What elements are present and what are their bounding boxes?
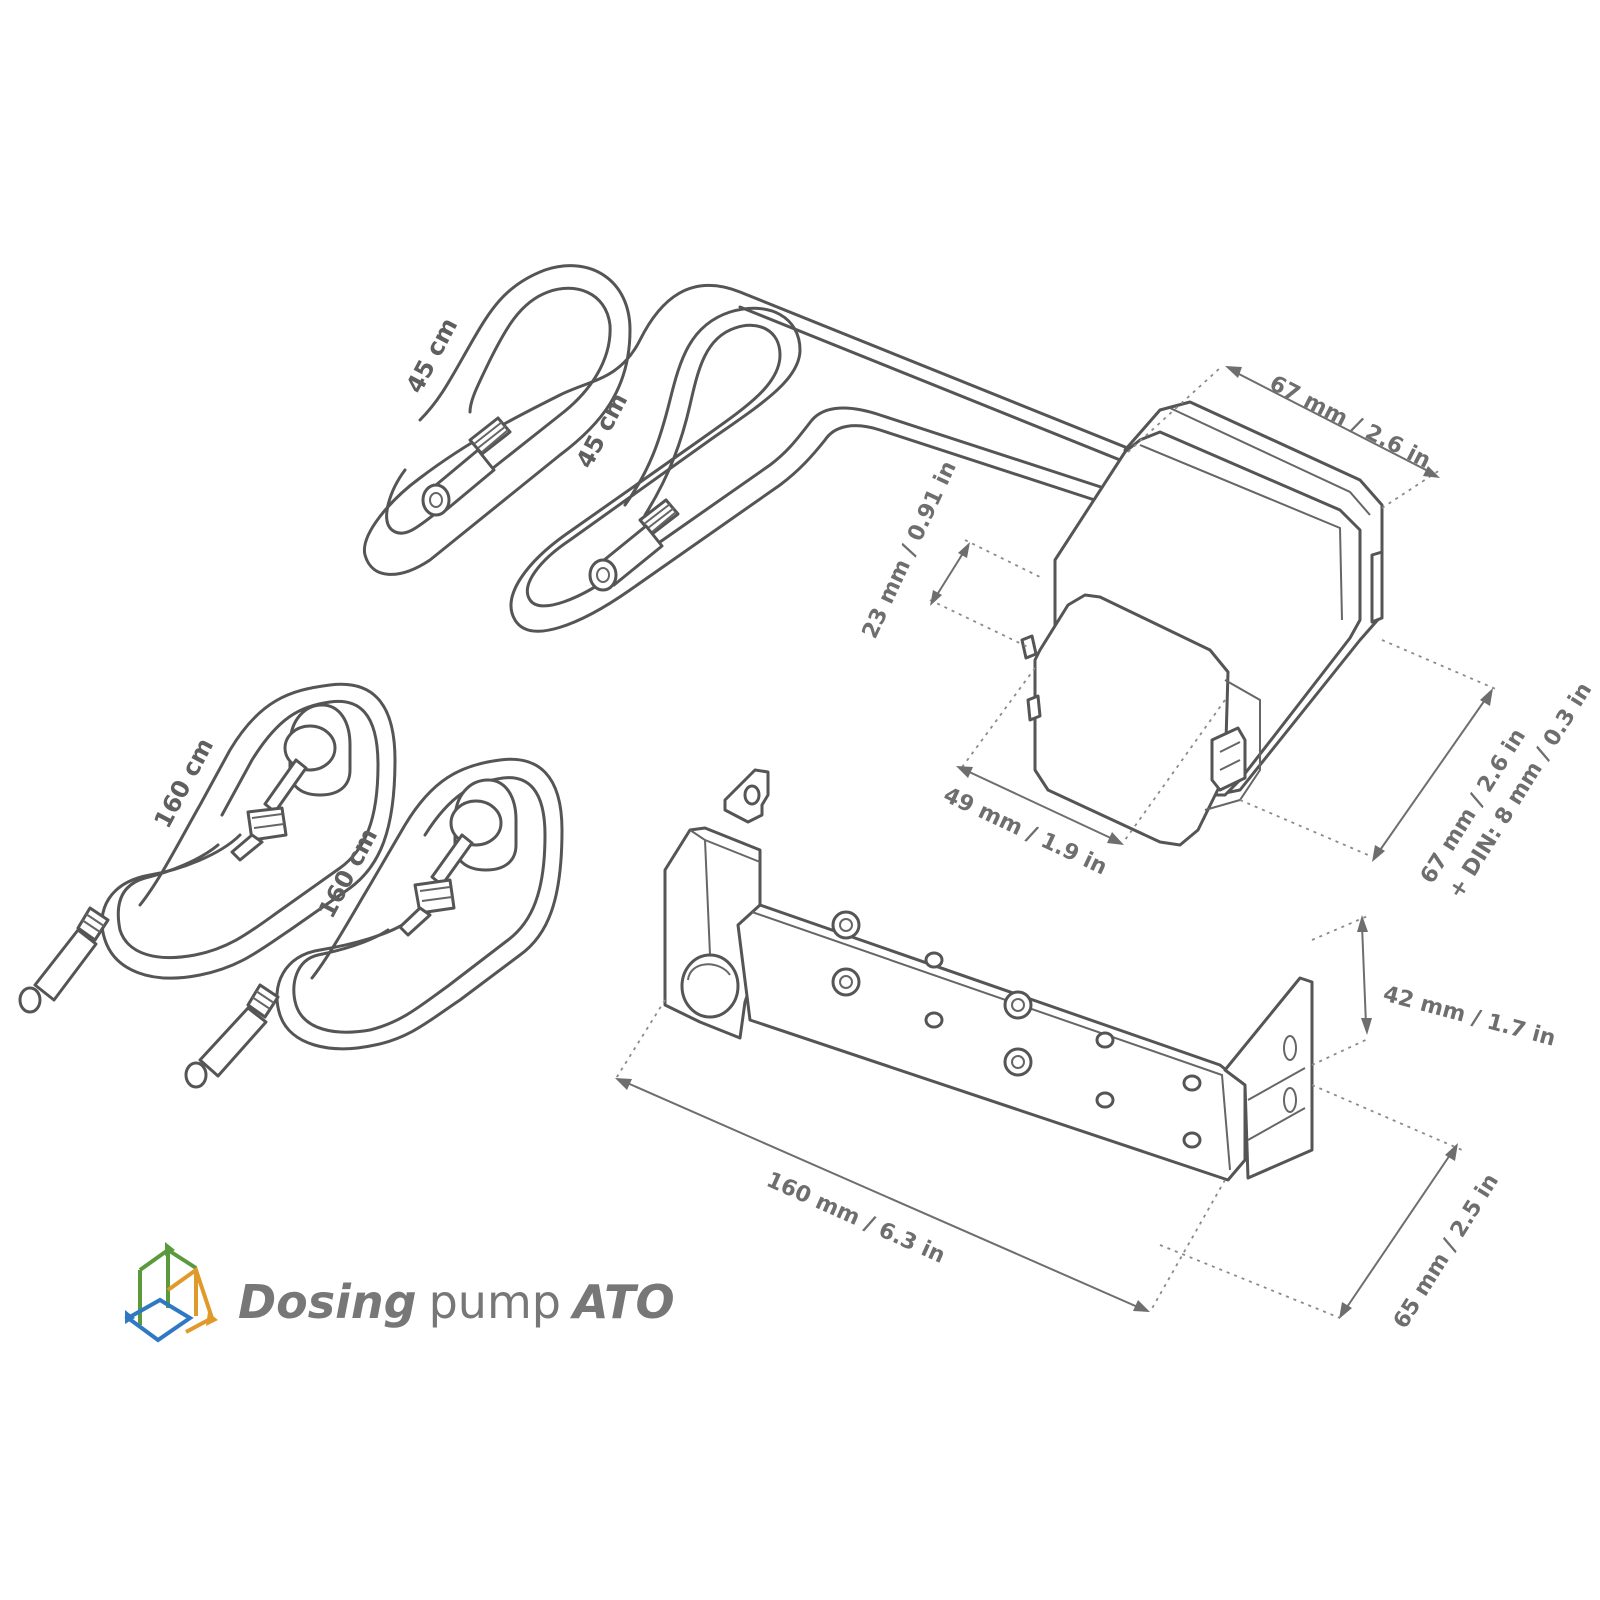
dimension-pump-depth [1239,639,1499,862]
dim-pump-depth-2: + DIN: 8 mm / 0.3 in [1444,678,1597,903]
title-word-1: Dosing [238,1275,417,1329]
title-word-3: ATO [570,1275,675,1329]
connector-plug-2 [588,498,680,592]
cable-label-long-2: 160 cm [313,823,384,922]
cable-label-short-1: 45 cm [401,313,464,398]
cable-label-short-2: 45 cm [571,388,634,473]
long-cable-1 [18,682,397,1014]
dimension-bracket-depth [1159,1084,1463,1319]
pump-body [1020,400,1384,847]
cube-logo-icon [124,1242,218,1343]
dim-head-depth: 23 mm / 0.91 in [858,457,962,642]
bracket-holes [831,910,1202,1149]
dim-bracket-height: 42 mm / 1.7 in [1380,982,1558,1052]
long-cable-2 [184,757,564,1089]
dim-bracket-depth: 65 mm / 2.5 in [1389,1170,1504,1334]
float-sensor-1 [230,703,352,862]
jack-plug-1 [18,906,110,1014]
latch [1210,726,1247,792]
cable-label-long-1: 160 cm [149,733,220,832]
dimension-bracket-height [1311,914,1372,1066]
dimension-head-width [956,667,1226,845]
float-sensor-2 [398,778,518,937]
short-cable-2 [509,306,1112,633]
dimension-head-depth [929,539,1041,649]
short-cable-1 [362,264,1147,576]
title-word-2: pump [429,1275,561,1329]
dimension-bracket-length [614,999,1226,1313]
jack-plug-2 [184,983,280,1089]
connector-plug-1 [421,416,512,517]
dimension-pump-width [1127,366,1441,509]
mounting-bracket [663,768,1314,1182]
